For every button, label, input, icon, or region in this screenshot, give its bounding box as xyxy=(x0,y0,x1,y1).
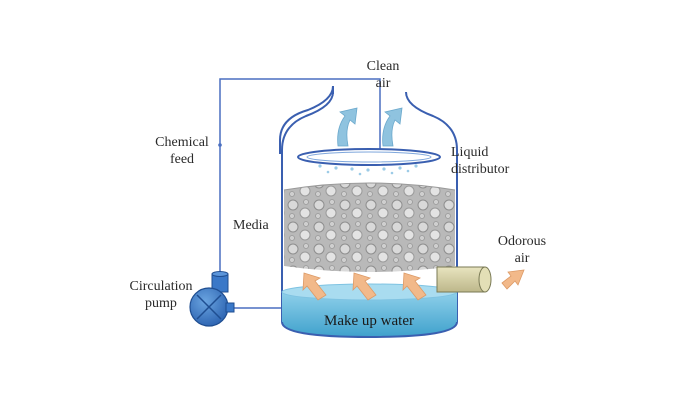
liquid-distributor xyxy=(297,148,441,176)
label-chemical-feed-line1: Chemical xyxy=(155,135,209,150)
inlet-air-arrow xyxy=(501,269,525,290)
label-liquid-distributor-line2: distributor xyxy=(451,162,510,177)
labels: Clean air Chemical feed Liquid distribut… xyxy=(130,59,547,329)
label-liquid-distributor-line1: Liquid xyxy=(451,145,488,160)
air-arrow-2 xyxy=(352,272,377,301)
label-make-up-water: Make up water xyxy=(324,313,414,329)
label-media: Media xyxy=(233,218,270,233)
label-clean-air-line2: air xyxy=(376,76,391,91)
clean-air-arrows xyxy=(337,107,403,147)
label-circulation-pump-line2: pump xyxy=(145,296,177,311)
label-odorous-air-line2: air xyxy=(515,251,530,266)
air-arrow-3 xyxy=(402,272,427,301)
recirculation-piping xyxy=(218,78,381,309)
media-bed xyxy=(283,182,456,272)
label-clean-air-line1: Clean xyxy=(367,59,400,74)
centrifugal-pump-icon xyxy=(189,271,235,327)
label-odorous-air-line1: Odorous xyxy=(498,234,546,249)
spray-nozzle-icon xyxy=(318,164,418,176)
label-circulation-pump-line1: Circulation xyxy=(130,279,193,294)
odorous-air-arrows xyxy=(302,269,525,301)
clean-air-arrow-right xyxy=(382,107,403,147)
clean-air-arrow-left xyxy=(337,107,358,147)
air-inlet-pipe-icon xyxy=(436,266,492,293)
label-chemical-feed-line2: feed xyxy=(170,152,194,167)
air-arrow-1 xyxy=(302,272,327,301)
